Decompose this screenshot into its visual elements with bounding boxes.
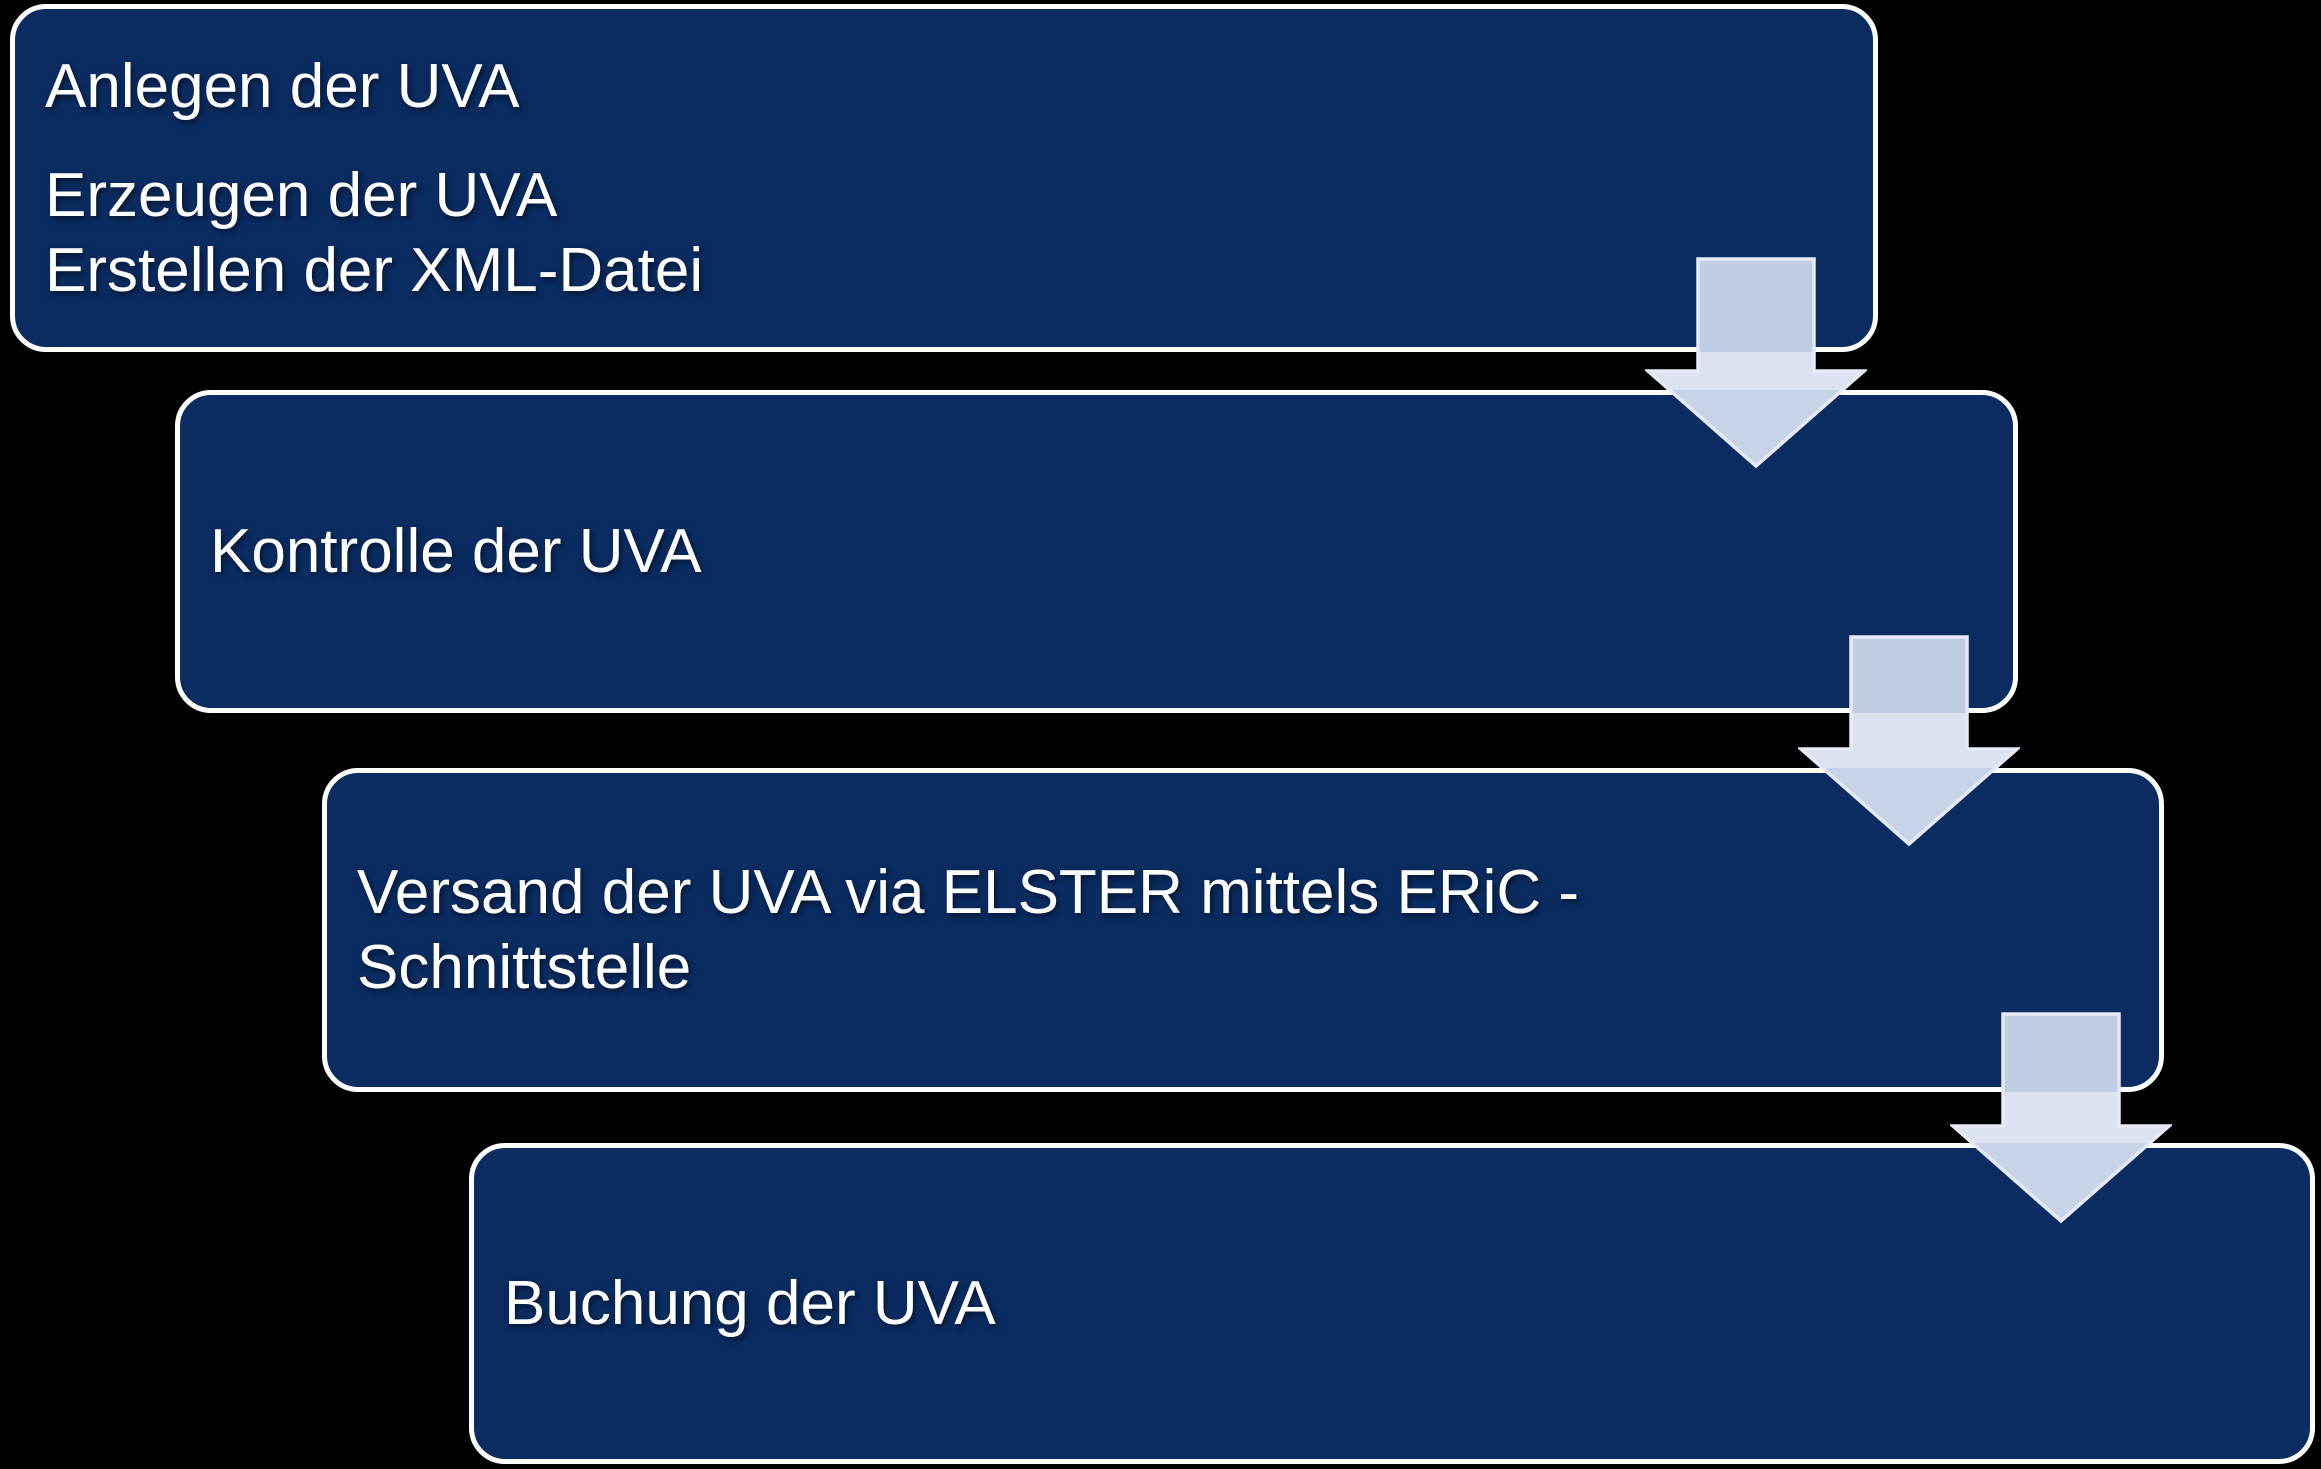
down-arrow-connector-1-icon: [1645, 257, 1867, 469]
process-step-1-box: Anlegen der UVA Erzeugen der UVA Erstell…: [10, 4, 1878, 352]
step-1-detail-line-1: Erzeugen der UVA: [45, 160, 558, 230]
step-2-title: Kontrolle der UVA: [210, 517, 702, 586]
step-1-details: Erzeugen der UVA Erstellen der XML-Datei: [45, 158, 1823, 308]
down-arrow-connector-2-icon: [1798, 635, 2020, 847]
down-arrow-connector-3-icon: [1950, 1012, 2172, 1224]
process-step-2-box: Kontrolle der UVA: [175, 390, 2018, 713]
step-3-title: Versand der UVA via ELSTER mittels ERiC …: [357, 858, 1580, 1002]
process-step-4-box: Buchung der UVA: [469, 1143, 2315, 1464]
step-1-title: Anlegen der UVA: [45, 51, 520, 121]
step-1-detail-line-2: Erstellen der XML-Datei: [45, 235, 704, 305]
step-4-title: Buchung der UVA: [504, 1269, 996, 1338]
process-step-3-box: Versand der UVA via ELSTER mittels ERiC …: [322, 768, 2164, 1092]
